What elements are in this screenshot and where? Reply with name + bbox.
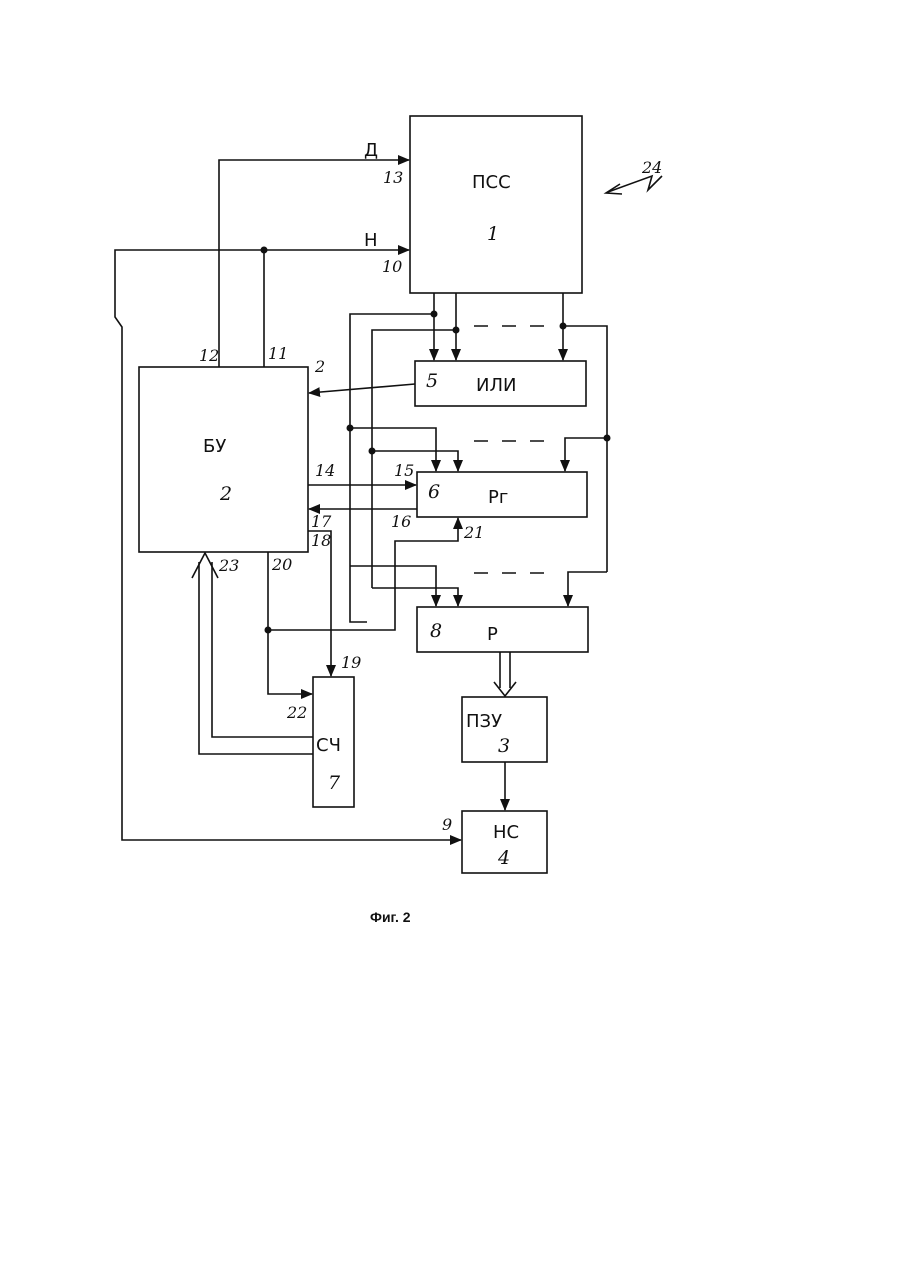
to-r-n (568, 572, 607, 606)
r-block (417, 607, 588, 652)
pin-13: 13 (383, 168, 403, 187)
pin-20: 20 (271, 555, 292, 574)
sch-to-bu-b (199, 562, 313, 754)
pss-name: ПСС (472, 172, 511, 193)
ili-number: 5 (426, 370, 438, 392)
to-rg-2 (372, 451, 458, 471)
r-name: Р (487, 624, 498, 645)
ns-name: НС (493, 822, 519, 843)
pin-17: 17 (311, 512, 332, 531)
bus-tap-2 (372, 330, 456, 588)
signal-n: Н (364, 230, 378, 251)
input-24-arrow (608, 176, 662, 192)
ili-to-bu (309, 384, 415, 393)
rg-number: 6 (428, 481, 440, 503)
pin-14: 14 (315, 461, 335, 480)
junction-dot (560, 323, 567, 330)
pin-22: 22 (286, 703, 307, 722)
pin-12: 12 (199, 346, 219, 365)
junction-dot (265, 627, 272, 634)
to-r-1 (350, 566, 436, 606)
pin-18: 18 (311, 531, 331, 550)
to-rg-n (565, 438, 607, 471)
rg-name: Рг (488, 487, 508, 508)
bus-tap-n (563, 326, 607, 572)
junction-dot (369, 448, 376, 455)
sch-number: 7 (328, 772, 341, 794)
figure-caption: Фиг. 2 (370, 909, 411, 925)
to-r-2 (372, 588, 458, 606)
pzu-number: 3 (498, 735, 510, 757)
line-n-to-ns (115, 250, 461, 840)
junction-dot (604, 435, 611, 442)
pin-19: 19 (341, 653, 361, 672)
pin-11: 11 (268, 344, 288, 363)
bu-number: 2 (219, 483, 232, 505)
pin20-to-rg (268, 518, 458, 630)
pin-23: 23 (218, 556, 239, 575)
pss-number: 1 (487, 223, 499, 245)
sch-to-bu-arrowhead (192, 553, 218, 578)
junction-dot (431, 311, 438, 318)
ns-number: 4 (497, 847, 510, 869)
junction-dot (453, 327, 460, 334)
r-to-pzu-head (494, 682, 516, 696)
pin-24: 24 (641, 158, 662, 177)
pin-9: 9 (442, 815, 452, 834)
ili-name: ИЛИ (476, 375, 516, 396)
pss-block (410, 116, 582, 293)
bu-block (139, 367, 308, 552)
junction-dot (261, 247, 268, 254)
to-rg-1 (350, 428, 436, 471)
pin-15: 15 (394, 461, 414, 480)
r-number: 8 (430, 620, 442, 642)
pin-2: 2 (314, 357, 325, 376)
junction-dot (347, 425, 354, 432)
pin-16: 16 (391, 512, 411, 531)
signal-d: Д (364, 140, 378, 161)
bu-to-sch (308, 531, 331, 676)
pzu-name: ПЗУ (466, 711, 502, 732)
line-d (219, 160, 409, 367)
pin-21: 21 (463, 523, 484, 542)
sch-name: СЧ (316, 735, 341, 756)
pin-10: 10 (382, 257, 402, 276)
bu-name: БУ (203, 436, 226, 457)
